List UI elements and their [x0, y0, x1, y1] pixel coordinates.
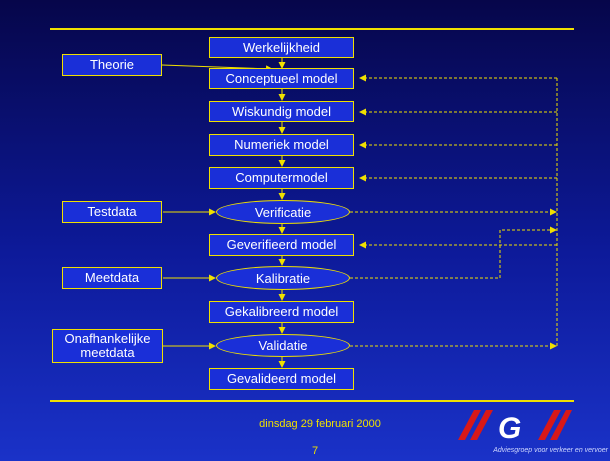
footer-date: dinsdag 29 februari 2000 [259, 418, 381, 430]
step-wiskundig-model: Wiskundig model [209, 101, 354, 122]
logo-letter-g: G [498, 412, 521, 445]
step-verificatie: Verificatie [216, 200, 350, 224]
step-numeriek-model: Numeriek model [209, 134, 354, 156]
input-theorie: Theorie [62, 54, 162, 76]
input-onafhankelijke-meetdata: Onafhankelijke meetdata [52, 329, 163, 363]
step-gevalideerd-model: Gevalideerd model [209, 368, 354, 390]
page-number: 7 [311, 445, 319, 457]
step-computermodel: Computermodel [209, 167, 354, 189]
bottom-rule [50, 400, 574, 402]
step-werkelijkheid: Werkelijkheid [209, 37, 354, 58]
input-testdata: Testdata [62, 201, 162, 223]
step-kalibratie: Kalibratie [216, 266, 350, 290]
step-conceptueel-model: Conceptueel model [209, 68, 354, 89]
top-rule [50, 28, 574, 30]
agv-logo: G [458, 410, 572, 445]
step-geverifieerd-model: Geverifieerd model [209, 234, 354, 256]
logo-tagline: Adviesgroep voor verkeer en vervoer [493, 447, 608, 454]
step-gekalibreerd-model: Gekalibreerd model [209, 301, 354, 323]
input-meetdata: Meetdata [62, 267, 162, 289]
feedback-loop [350, 74, 558, 350]
step-validatie: Validatie [216, 334, 350, 357]
